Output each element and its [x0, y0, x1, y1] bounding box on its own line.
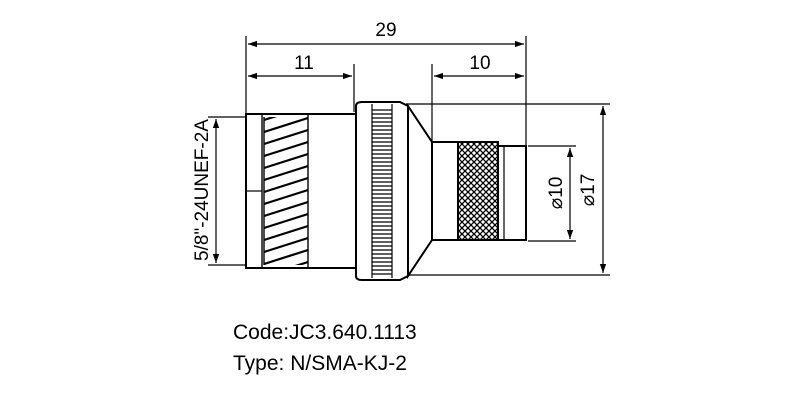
plug-length-dimension	[431, 64, 524, 142]
product-type: Type: N/SMA-KJ-2	[233, 352, 407, 375]
plug-length-label: 10	[469, 53, 490, 74]
thread-length-dimension	[248, 64, 355, 112]
inner-diameter-label: ⌀10	[546, 177, 567, 210]
overall-length-label: 29	[375, 20, 396, 41]
overall-length-dimension	[245, 36, 527, 148]
outer-diameter-dimension	[406, 103, 610, 276]
collar-ribs	[372, 109, 392, 275]
connector-body	[245, 101, 527, 281]
thread-pattern	[264, 117, 308, 265]
thread-length-label: 11	[294, 53, 314, 74]
product-code: Code:JC3.640.1113	[233, 321, 417, 344]
outer-diameter-label: ⌀17	[578, 174, 599, 207]
knurled-nut	[457, 141, 499, 241]
inner-diameter-dimension	[528, 145, 576, 242]
thread-spec-label: 5/8"-24UNEF-2A	[192, 119, 213, 261]
